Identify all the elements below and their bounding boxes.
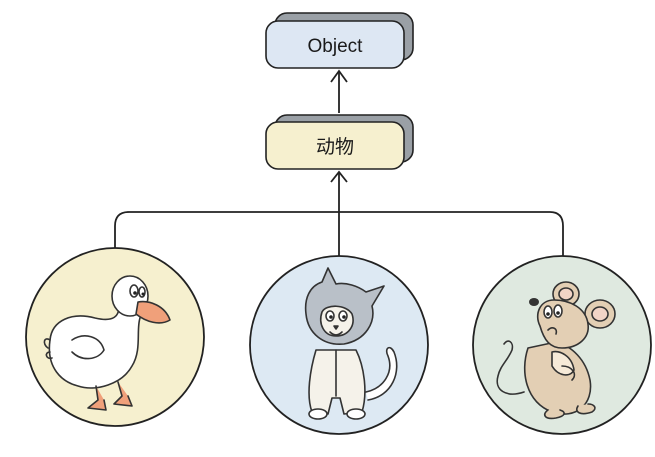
animal-node: 动物	[265, 114, 414, 170]
cat-icon	[304, 267, 398, 420]
duck-icon	[43, 275, 171, 411]
inherit-arrow-parent-to-root	[330, 69, 348, 113]
mouse-icon	[496, 281, 616, 420]
object-node: Object	[265, 12, 414, 69]
animal-node-box	[265, 121, 405, 170]
cat-node	[249, 255, 429, 435]
object-node-box	[265, 20, 405, 69]
animal-node-label: 动物	[316, 136, 354, 158]
mouse-node	[472, 255, 652, 435]
child-connectors	[114, 170, 564, 262]
arrow-head-up	[330, 170, 348, 183]
duck-node	[25, 247, 205, 427]
object-node-label: Object	[308, 36, 364, 57]
